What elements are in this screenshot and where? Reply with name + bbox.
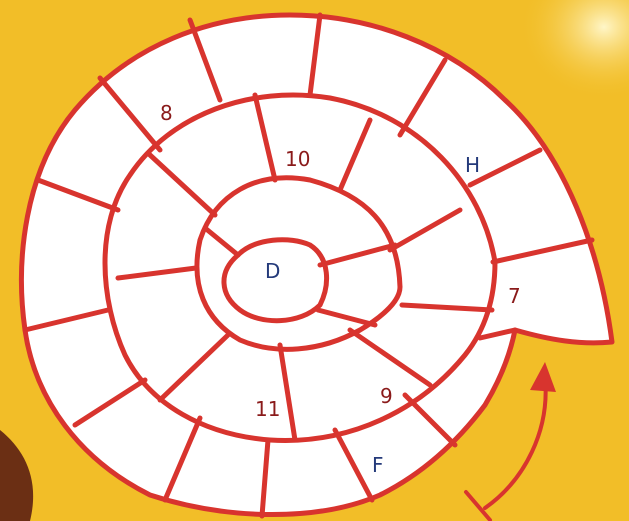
label-10: 10 bbox=[285, 147, 310, 171]
label-9: 9 bbox=[380, 384, 393, 408]
label-h: H bbox=[465, 153, 480, 177]
label-d: D bbox=[265, 259, 280, 283]
label-8: 8 bbox=[160, 101, 173, 125]
label-f: F bbox=[372, 453, 384, 477]
label-11: 11 bbox=[255, 397, 280, 421]
label-7: 7 bbox=[508, 284, 521, 308]
